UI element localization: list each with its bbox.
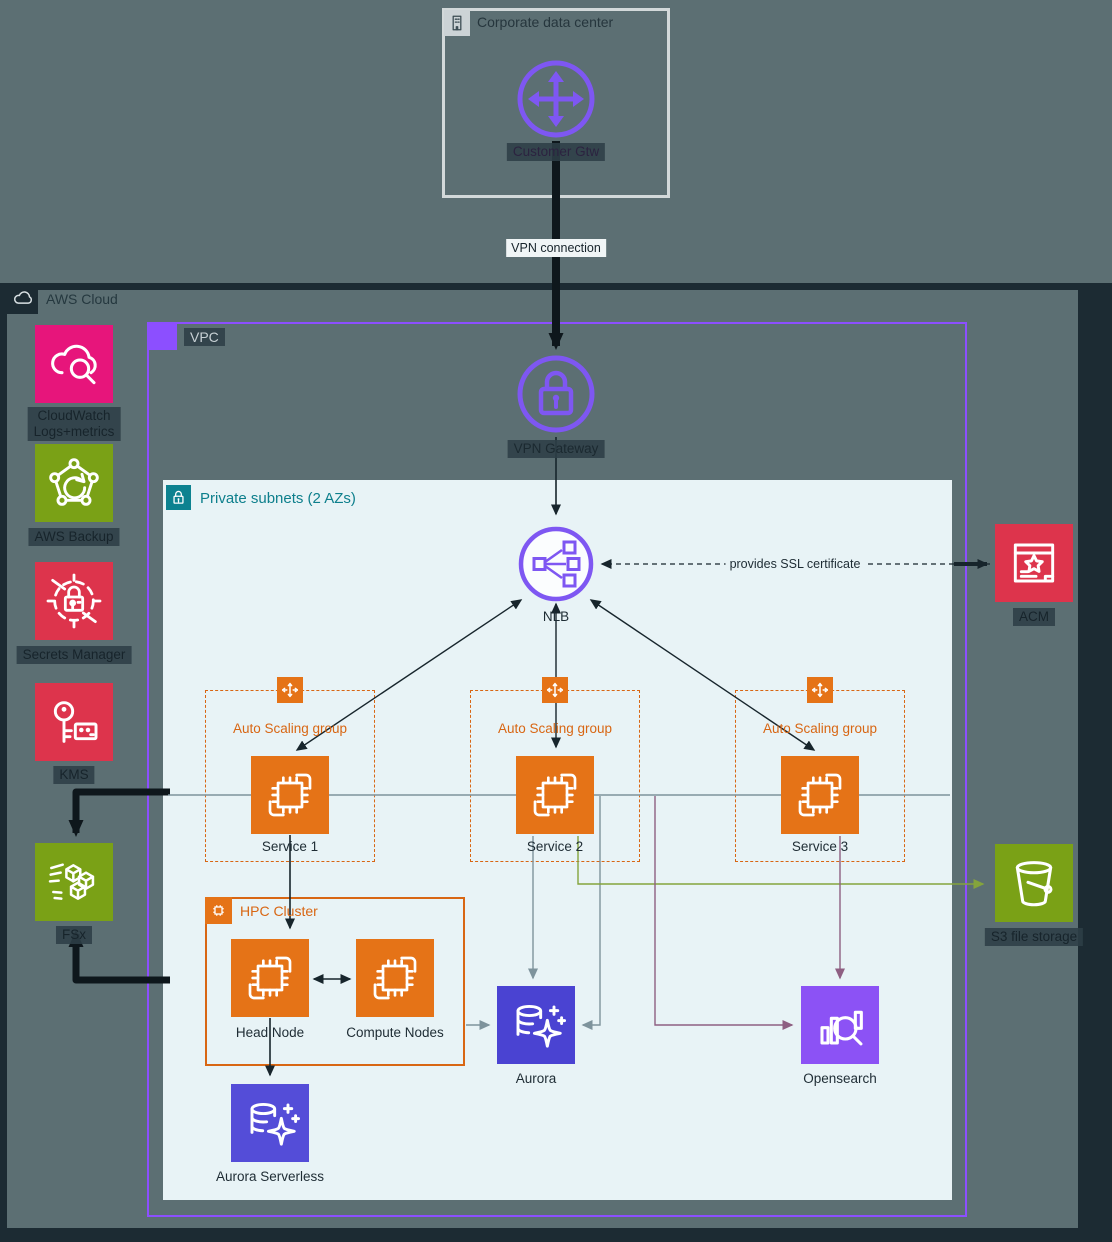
hpc-cluster-icon <box>205 897 232 924</box>
asg-1-icon <box>277 677 303 703</box>
vpc-icon <box>147 322 177 350</box>
ssl-note: provides SSL certificate <box>725 556 865 572</box>
fsx-label: FSx <box>55 926 93 944</box>
asg-3-label: Auto Scaling group <box>762 721 878 736</box>
cloudwatch-label: CloudWatch Logs+metrics <box>27 407 121 441</box>
private-subnets-label: Private subnets (2 AZs) <box>200 490 356 507</box>
aurora-serverless-label: Aurora Serverless <box>215 1169 325 1184</box>
cloudwatch-icon <box>35 325 113 403</box>
vpn-gateway-icon <box>517 355 595 433</box>
customer-gateway-label: Customer Gtw <box>506 143 606 161</box>
kms-label: KMS <box>53 766 95 784</box>
hpc-cluster-label: HPC Cluster <box>240 903 318 919</box>
nlb-label: NLB <box>542 609 570 624</box>
compute-nodes-label: Compute Nodes <box>346 1025 444 1040</box>
customer-gateway-icon <box>517 60 595 138</box>
nlb-icon <box>518 526 594 602</box>
s3-label: S3 file storage <box>984 928 1084 946</box>
subnet-lock-icon <box>166 485 191 510</box>
fsx-icon <box>35 843 113 921</box>
asg-2-label: Auto Scaling group <box>497 721 613 736</box>
asg-2-icon <box>542 677 568 703</box>
service-3-icon <box>781 756 859 834</box>
building-icon <box>444 10 470 36</box>
cloudwatch-label-line1: CloudWatch <box>37 408 111 423</box>
service-2-icon <box>516 756 594 834</box>
head-node-icon <box>231 939 309 1017</box>
aws-backup-icon <box>35 444 113 522</box>
aws-backup-label: AWS Backup <box>28 528 120 546</box>
vpc-label: VPC <box>184 328 225 346</box>
aurora-label: Aurora <box>515 1071 557 1086</box>
vpn-gateway-label: VPN Gateway <box>507 440 605 458</box>
service-1-label: Service 1 <box>261 839 319 854</box>
acm-icon <box>995 524 1073 602</box>
compute-nodes-icon <box>356 939 434 1017</box>
cloudwatch-label-line2: Logs+metrics <box>33 424 115 439</box>
vpn-connection-label: VPN connection <box>506 239 606 257</box>
service-2-label: Service 2 <box>526 839 584 854</box>
secrets-manager-icon <box>35 562 113 640</box>
kms-icon <box>35 683 113 761</box>
aws-cloud-icon <box>7 283 38 314</box>
corporate-datacenter-label: Corporate data center <box>477 14 614 30</box>
aws-cloud-label: AWS Cloud <box>46 291 118 307</box>
opensearch-label: Opensearch <box>803 1071 877 1086</box>
aurora-serverless-icon <box>231 1084 309 1162</box>
s3-bucket-icon <box>995 844 1073 922</box>
opensearch-icon <box>801 986 879 1064</box>
secrets-manager-label: Secrets Manager <box>16 646 132 664</box>
aurora-icon <box>497 986 575 1064</box>
head-node-label: Head Node <box>235 1025 305 1040</box>
acm-label: ACM <box>1013 608 1055 626</box>
asg-1-label: Auto Scaling group <box>232 721 348 736</box>
hpc-cluster-box <box>205 897 465 1066</box>
asg-3-icon <box>807 677 833 703</box>
service-3-label: Service 3 <box>791 839 849 854</box>
service-1-icon <box>251 756 329 834</box>
